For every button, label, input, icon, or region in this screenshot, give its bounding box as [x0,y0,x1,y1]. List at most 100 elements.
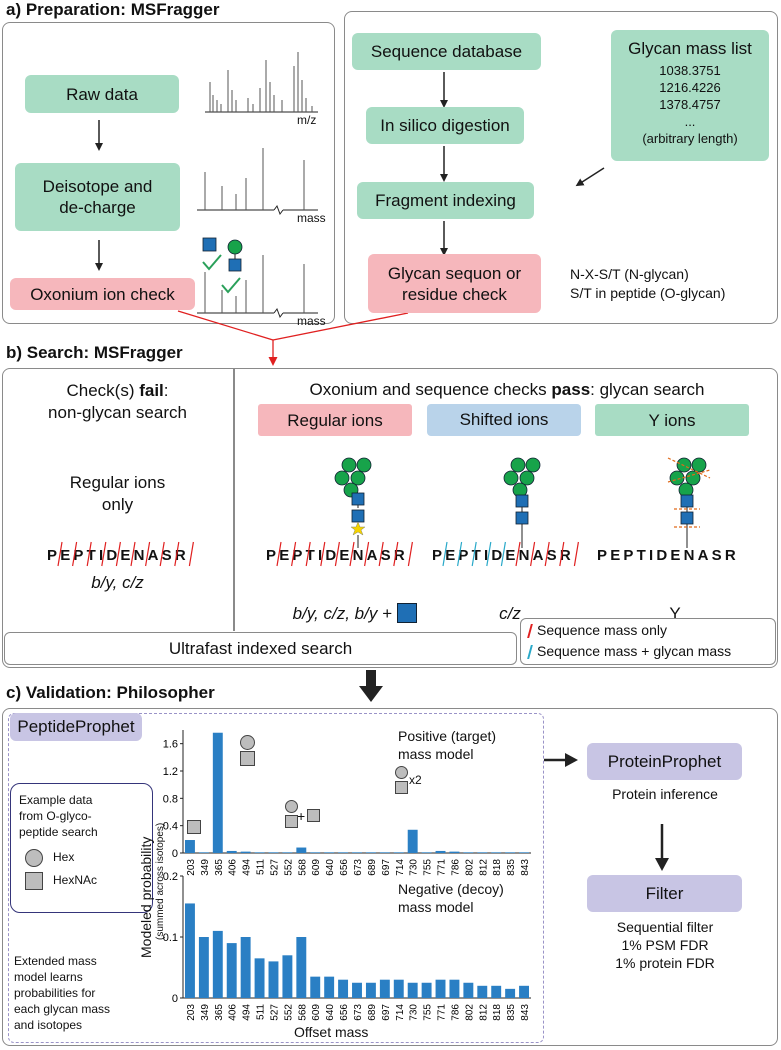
fragment-tick [349,541,355,567]
bar [226,943,237,998]
y-tick-label: 1.2 [163,766,178,778]
fail-line-2: non-glycan search [48,403,187,422]
x-tick-label: 673 [353,1004,364,1021]
y-caption: Y [669,604,681,623]
x-tick-label: 349 [200,859,211,876]
bar [463,852,474,853]
fragment-tick [57,541,63,567]
peptide-shifted: PEPTIDENASR [432,547,574,564]
glycan-mass: (arbitrary length) [642,131,738,146]
bar [296,847,307,853]
filter-text: Sequential filter 1% PSM FDR 1% protein … [615,919,715,971]
bar [310,852,321,853]
prep-left-panel [2,22,335,324]
bar [421,852,432,853]
bar [407,982,418,998]
fragment-tick [393,541,399,567]
validation-panel [2,708,778,1046]
bar [449,979,460,998]
y-tick-label: 1.6 [163,739,178,751]
fragment-tick [115,541,121,567]
bar [240,851,251,853]
fragment-tick [573,541,579,567]
x-tick-label: 365 [214,1004,225,1021]
mass-label-2: mass [297,314,326,328]
fail-line-1: Check(s) fail: [10,381,225,401]
regular-ions-label: Regular ions [258,404,412,436]
pass-header: Oxonium and sequence checks pass: glycan… [309,380,705,399]
proteinprophet-box: ProteinProphet [587,743,742,780]
hexnac-label: HexNAc [53,873,98,887]
hex-annotation-icon [240,735,255,750]
fragment-tick [471,541,477,567]
x-tick-label: 689 [367,859,378,876]
x-tick-label: 203 [186,1004,197,1021]
bar [407,829,418,853]
x-tick-label: 527 [269,859,280,876]
fragment-tick [530,541,536,567]
glycan-y [667,457,711,548]
x-tick-label: 755 [423,859,434,876]
regular-only-label: Regular ions only [69,473,166,514]
fragment-tick [276,541,282,567]
sequence-database-box: Sequence database [352,33,541,70]
fragment-tick [442,541,448,567]
oxonium-check-box: Oxonium ion check [10,278,195,310]
x-tick-label: 568 [297,859,308,876]
x-tick-label: 406 [228,859,239,876]
x-tick-label: 511 [256,859,267,875]
bar [240,937,251,998]
hexnac-annotation-icon [240,751,255,766]
x-tick-label: 843 [520,1004,531,1021]
x-tick-label: 697 [381,859,392,876]
bar [463,982,474,998]
bar [393,979,404,998]
bar [198,852,209,853]
peptideprophet-region [8,713,544,1043]
in-silico-digestion-box: In silico digestion [366,107,524,144]
bar [268,852,279,853]
fragment-tick [130,541,136,567]
prep-right-panel [344,11,778,324]
fragment-tick [86,541,92,567]
bar [435,979,446,998]
x-tick-label: 714 [395,859,406,876]
bar [268,961,279,998]
protein-inference-label: Protein inference [612,786,718,802]
peptide-left: PEPTIDENASR [47,547,189,564]
y-tick-label: 0 [172,848,178,860]
fail-text: Check(s) fail: [66,381,169,400]
y-tick-label: 0.2 [163,871,178,883]
mz-label: m/z [297,113,317,127]
hexnac-square-icon [397,603,417,623]
fragment-tick [486,541,492,567]
glycan-mass: 1378.4757 [659,97,721,112]
bar [338,979,349,998]
bar [254,958,265,998]
search-divider [233,369,235,631]
bar [491,852,502,853]
fragment-tick [407,541,413,567]
peptideprophet-label: PeptideProphet [10,713,142,741]
bar [352,852,362,853]
fragment-tick [188,541,194,567]
example-data-box: Example data from O-glyco- peptide searc… [10,783,153,913]
x-tick-label: 349 [200,1004,211,1021]
x-tick-label: 835 [506,859,517,876]
peptide-y: PEPTIDENASR [597,547,739,564]
glycan-mass-list-box: Glycan mass list 1038.3751 1216.4226 137… [611,30,769,161]
glycan-mass-list-values: 1038.3751 1216.4226 1378.4757 ... (arbit… [611,62,769,147]
mass-label-1: mass [297,211,326,225]
bar [338,852,349,853]
search-panel [2,368,778,668]
fragment-tick [291,541,297,567]
shifted-ions-label: Shifted ions [427,404,581,436]
glycan-mass: 1216.4226 [659,80,721,95]
y-tick-label: 0.1 [163,932,178,944]
x-tick-label: 494 [242,1004,253,1021]
fragment-tick [559,541,565,567]
x-tick-label: 818 [492,859,503,876]
x-tick-label: 656 [339,1004,350,1021]
x-tick-label: 609 [311,1004,322,1021]
